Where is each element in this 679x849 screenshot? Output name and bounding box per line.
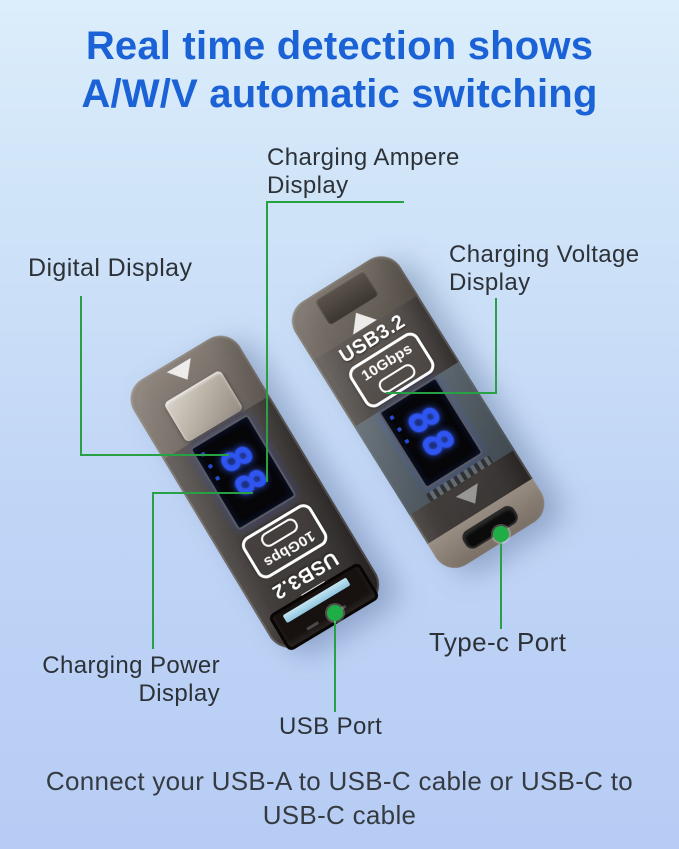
- voltage-leader-line-vertical: [495, 298, 497, 394]
- label-charging-voltage-display: Charging Voltage Display: [449, 241, 640, 297]
- usb-port-leader-line: [334, 613, 336, 712]
- label-line: Display: [449, 269, 531, 296]
- type-c-port-leader-line: [500, 534, 502, 629]
- label-line: Charging Ampere: [267, 144, 460, 171]
- usb-a-contact: [306, 621, 320, 631]
- label-line: Charging Voltage: [449, 241, 640, 268]
- label-charging-ampere-display: Charging Ampere Display: [267, 144, 460, 200]
- triangle-down-icon: [166, 357, 200, 387]
- label-usb-port: USB Port: [279, 713, 383, 740]
- ampere-leader-line-vertical: [266, 201, 268, 482]
- label-digital-display: Digital Display: [28, 254, 193, 282]
- digital-leader-line-vertical: [80, 296, 82, 456]
- caption-line2: USB-C cable: [262, 800, 417, 830]
- ampere-leader-line-horizontal: [266, 201, 404, 203]
- triangle-down-icon: [455, 483, 487, 511]
- display-digits: 88: [208, 438, 278, 506]
- caption-line1: Connect your USB-A to USB-C cable or USB…: [45, 766, 634, 796]
- label-line: Charging Power: [42, 652, 220, 679]
- power-leader-line-horizontal: [152, 492, 253, 494]
- voltage-leader-line-horizontal: [386, 392, 497, 394]
- usb-port-marker-dot: [327, 605, 343, 621]
- bottom-caption: Connect your USB-A to USB-C cable or USB…: [0, 764, 679, 832]
- power-leader-line-vertical: [152, 492, 154, 649]
- page-title-line1: Real time detection shows: [85, 24, 594, 68]
- label-line: Display: [138, 680, 220, 707]
- label-charging-power-display: Charging Power Display: [30, 652, 220, 708]
- page-title-line2: A/W/V automatic switching: [81, 72, 598, 116]
- label-line: Display: [267, 172, 349, 199]
- label-type-c-port: Type-c Port: [429, 627, 567, 657]
- type-c-port-marker-dot: [493, 526, 509, 542]
- page-title: Real time detection shows A/W/V automati…: [0, 22, 679, 118]
- digital-leader-line-horizontal: [80, 454, 229, 456]
